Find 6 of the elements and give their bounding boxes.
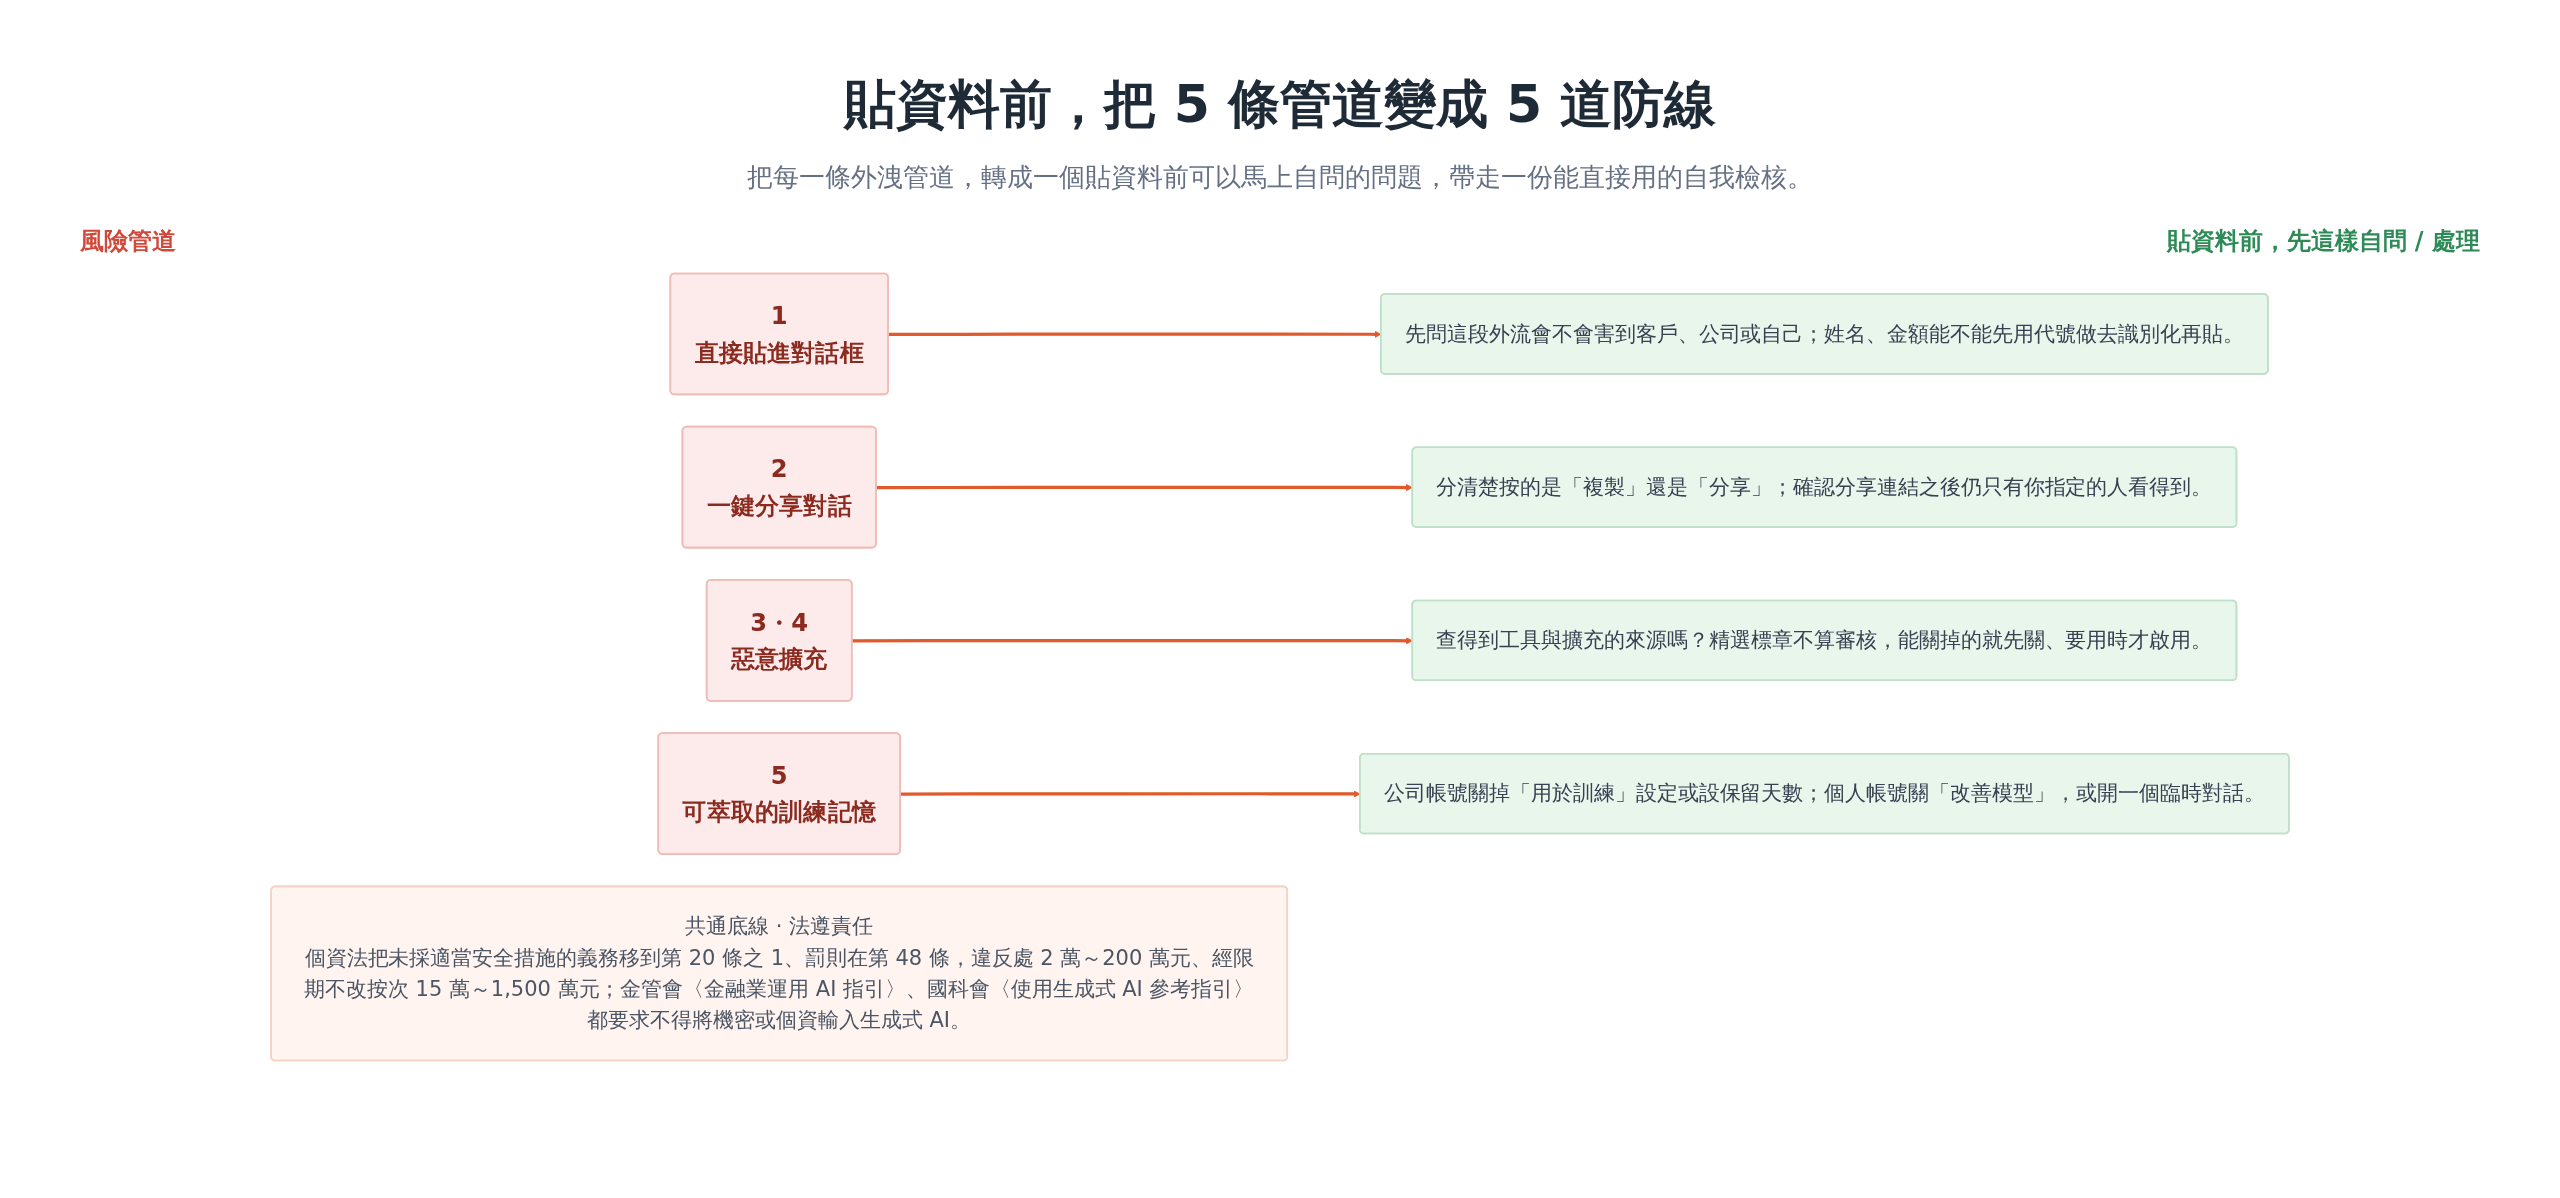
arrow <box>852 637 1413 645</box>
arrow <box>876 484 1413 492</box>
subtitle: 把每一條外洩管道，轉成一個貼資料前可以馬上自問的問題，帶走一份能直接用的自我檢核。 <box>746 161 1814 194</box>
column-heading: 風險管道 <box>80 226 176 257</box>
column-heading: 貼資料前，先這樣自問 / 處理 <box>2166 226 2480 257</box>
title: 貼資料前，把 5 條管道變成 5 道防線 <box>842 73 1718 136</box>
